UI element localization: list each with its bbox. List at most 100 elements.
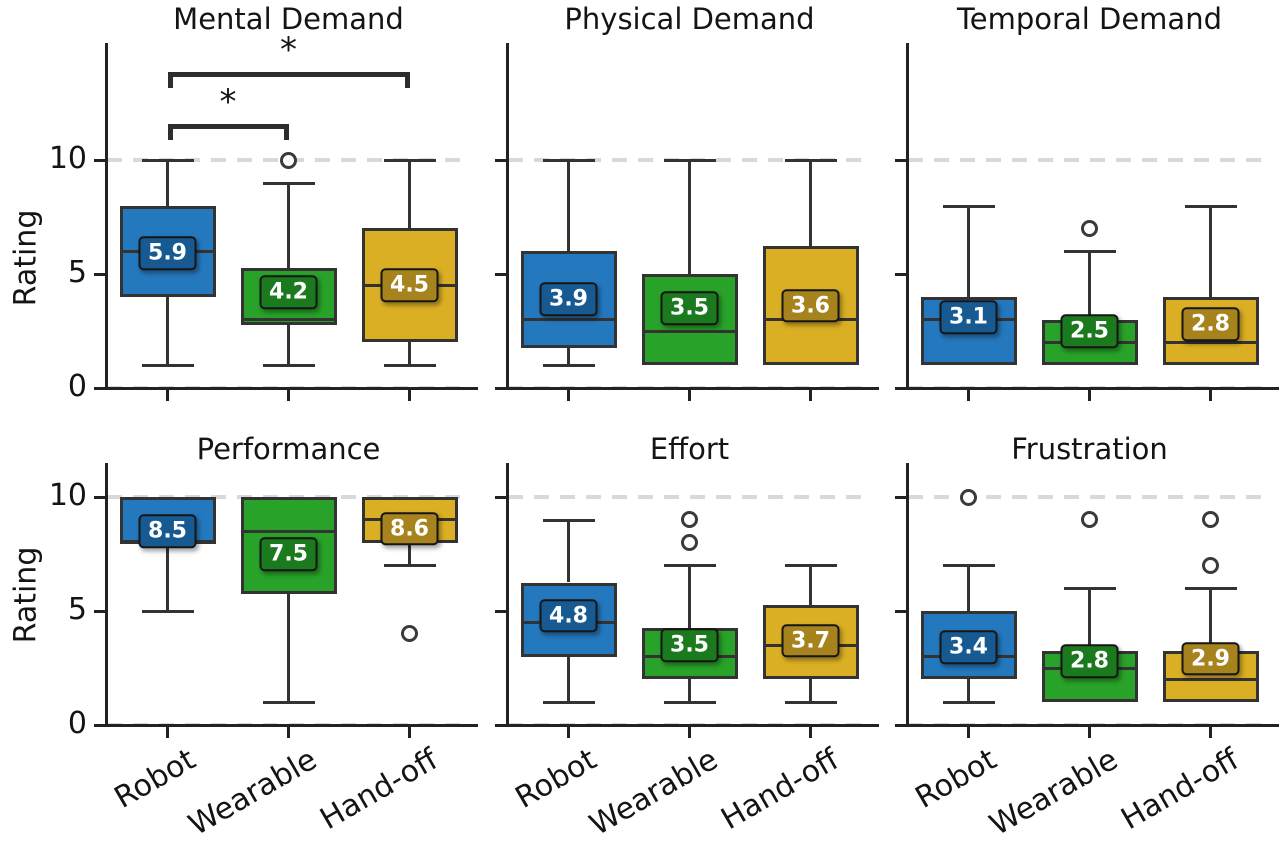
y-tick-5-temporal-demand	[895, 273, 906, 276]
lower-whisker-hand-off-mental-demand	[408, 342, 411, 366]
x-tick-label-wearable-performance: Wearable	[183, 742, 323, 843]
x-tick-hand-off-effort	[809, 727, 812, 738]
y-tick-5-mental-demand	[94, 273, 105, 276]
upper-cap-robot-effort	[542, 518, 595, 522]
x-tick-label-wearable-frustration: Wearable	[984, 742, 1124, 843]
outlier-point-wearable-frustration-0	[1081, 511, 1098, 529]
y-tick-10-effort	[495, 496, 506, 499]
upper-whisker-robot-effort	[567, 519, 570, 583]
upper-whisker-wearable-effort	[688, 565, 691, 629]
lower-cap-wearable-mental-demand	[262, 364, 315, 368]
upper-whisker-robot-temporal-demand	[967, 205, 970, 297]
x-tick-wearable-physical-demand	[688, 390, 691, 401]
y-axis-spine-frustration	[906, 463, 909, 727]
upper-whisker-hand-off-effort	[809, 565, 812, 606]
mean-label-hand-off-physical-demand: 3.6	[781, 289, 840, 323]
y-tick-label-10: 10	[48, 141, 87, 176]
x-tick-hand-off-temporal-demand	[1209, 390, 1212, 401]
upper-whisker-wearable-mental-demand	[287, 182, 290, 269]
mean-label-robot-temporal-demand: 3.1	[939, 300, 998, 335]
y-axis-spine-temporal-demand	[906, 43, 909, 390]
upper-cap-hand-off-temporal-demand	[1184, 204, 1237, 208]
sig-bracket-bar-0-mental-demand	[167, 123, 289, 129]
subplot-title-frustration: Frustration	[1011, 432, 1168, 466]
sig-bracket-bar-1-mental-demand	[167, 72, 410, 78]
x-tick-wearable-mental-demand	[287, 390, 290, 401]
sig-bracket-end-left-1-mental-demand	[167, 72, 173, 89]
y-tick-0-effort	[495, 724, 506, 727]
y-tick-10-physical-demand	[495, 159, 506, 162]
outlier-point-wearable-mental-demand-0	[280, 151, 297, 169]
median-line-wearable-mental-demand	[240, 318, 337, 322]
x-tick-label-robot-frustration: Robot	[910, 742, 1003, 816]
mean-label-wearable-mental-demand: 4.2	[259, 275, 318, 309]
outlier-point-robot-frustration-0	[960, 488, 977, 506]
outlier-point-wearable-effort-0	[681, 534, 698, 552]
y-tick-label-0: 0	[67, 369, 87, 404]
x-tick-label-hand-off-performance: Hand-off	[314, 742, 444, 838]
sig-bracket-end-right-0-mental-demand	[283, 123, 289, 140]
x-tick-robot-frustration	[967, 727, 970, 738]
upper-cap-robot-temporal-demand	[942, 204, 995, 208]
y-axis-spine-effort	[506, 463, 509, 727]
lower-whisker-hand-off-effort	[809, 679, 812, 703]
y-tick-10-frustration	[895, 496, 906, 499]
sig-bracket-end-left-0-mental-demand	[167, 123, 173, 140]
upper-whisker-wearable-physical-demand	[688, 160, 691, 274]
x-tick-hand-off-performance	[408, 727, 411, 738]
lower-whisker-wearable-effort	[688, 679, 691, 703]
subplot-title-physical-demand: Physical Demand	[564, 2, 815, 36]
outlier-point-hand-off-performance-0	[401, 625, 418, 643]
y-axis-spine-performance	[105, 463, 108, 727]
outlier-point-hand-off-frustration-1	[1202, 511, 1219, 529]
mean-label-robot-physical-demand: 3.9	[539, 282, 598, 316]
x-tick-wearable-performance	[287, 727, 290, 738]
median-line-wearable-physical-demand	[641, 329, 738, 333]
mean-label-robot-frustration: 3.4	[939, 630, 998, 665]
mean-label-robot-mental-demand: 5.9	[138, 236, 197, 271]
x-tick-label-wearable-effort: Wearable	[584, 742, 724, 843]
y-tick-label-5: 5	[67, 592, 87, 627]
upper-cap-robot-mental-demand	[141, 159, 194, 162]
upper-cap-hand-off-frustration	[1184, 587, 1237, 591]
lower-whisker-robot-mental-demand	[166, 296, 169, 366]
lower-whisker-robot-performance	[166, 542, 169, 611]
outlier-point-wearable-temporal-demand-0	[1081, 219, 1098, 237]
x-axis-spine-frustration	[906, 724, 1279, 727]
x-tick-label-robot-effort: Robot	[510, 742, 603, 816]
lower-cap-hand-off-mental-demand	[383, 364, 436, 368]
upper-whisker-hand-off-mental-demand	[408, 160, 411, 229]
gridline-10-temporal-demand	[908, 158, 1271, 162]
x-tick-robot-temporal-demand	[967, 390, 970, 401]
x-tick-hand-off-physical-demand	[809, 390, 812, 401]
upper-whisker-wearable-temporal-demand	[1088, 251, 1091, 320]
sig-asterisk-1-mental-demand: *	[280, 30, 297, 71]
mean-label-wearable-frustration: 2.8	[1060, 644, 1119, 678]
x-tick-robot-effort	[567, 727, 570, 738]
y-tick-0-physical-demand	[495, 387, 506, 390]
y-tick-10-mental-demand	[94, 159, 105, 162]
outlier-point-wearable-effort-1	[681, 511, 698, 529]
y-tick-label-0: 0	[67, 706, 87, 741]
x-tick-label-hand-off-frustration: Hand-off	[1115, 742, 1245, 838]
box-hand-off-temporal-demand	[1162, 296, 1259, 366]
upper-whisker-robot-mental-demand	[166, 160, 169, 206]
upper-cap-hand-off-physical-demand	[784, 159, 837, 162]
mean-label-hand-off-performance: 8.6	[380, 512, 439, 546]
mean-label-wearable-effort: 3.5	[660, 628, 719, 662]
mean-label-hand-off-frustration: 2.9	[1181, 642, 1240, 676]
gridline-10-effort	[508, 495, 871, 499]
y-tick-label-5: 5	[67, 255, 87, 290]
mean-label-wearable-temporal-demand: 2.5	[1060, 314, 1119, 348]
lower-cap-robot-frustration	[942, 701, 995, 705]
x-axis-spine-physical-demand	[506, 387, 879, 390]
lower-whisker-robot-frustration	[967, 679, 970, 703]
upper-whisker-wearable-frustration	[1088, 588, 1091, 651]
mean-label-wearable-performance: 7.5	[259, 537, 318, 571]
mean-label-wearable-physical-demand: 3.5	[660, 291, 719, 325]
upper-whisker-robot-physical-demand	[567, 160, 570, 252]
x-tick-wearable-effort	[688, 727, 691, 738]
lower-whisker-robot-physical-demand	[567, 348, 570, 366]
box-hand-off-effort	[762, 605, 859, 680]
